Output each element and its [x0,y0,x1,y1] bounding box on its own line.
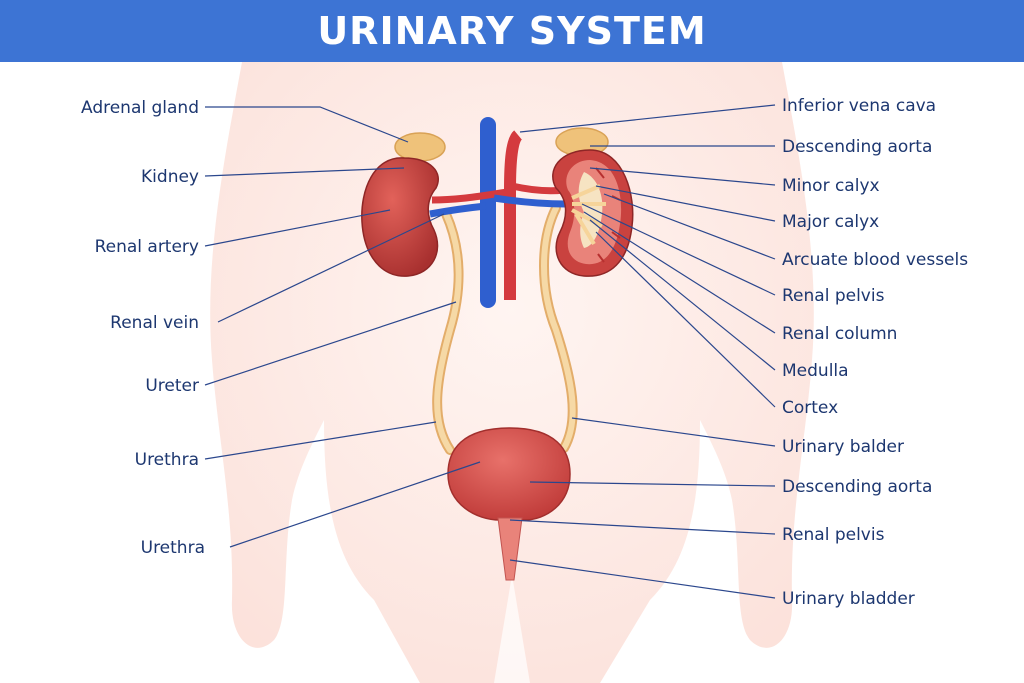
label-inferior-vena-cava: Inferior vena cava [782,96,936,116]
label-adrenal-gland: Adrenal gland [81,98,199,118]
label-kidney: Kidney [141,167,199,187]
left-renal-vein [429,202,487,218]
descending-aorta [504,130,523,300]
label-renal-pelvis-lower: Renal pelvis [782,525,885,545]
label-urethra-upper: Urethra [135,450,199,470]
label-descending-aorta-upper: Descending aorta [782,137,932,157]
label-renal-vein: Renal vein [110,313,199,333]
label-renal-pelvis-upper: Renal pelvis [782,286,885,306]
right-renal-vein [493,194,567,208]
label-urinary-bladder: Urinary bladder [782,589,915,609]
label-urinary-balder: Urinary balder [782,437,904,457]
right-kidney-section [552,149,634,277]
title-banner [0,0,1024,62]
label-urethra-lower: Urethra [141,538,205,558]
leader-lines [204,104,776,599]
right-labels: Inferior vena cava Descending aorta Mino… [782,96,968,609]
left-renal-artery [431,188,509,204]
label-descending-aorta-lower: Descending aorta [782,477,932,497]
urinary-bladder [447,427,571,581]
left-labels: Adrenal gland Kidney Renal artery Renal … [81,98,205,558]
label-arcuate-blood-vessels: Arcuate blood vessels [782,250,968,270]
diagram-title: URINARY SYSTEM [317,9,707,53]
label-minor-calyx: Minor calyx [782,176,880,196]
left-kidney [361,157,439,277]
label-medulla: Medulla [782,361,849,381]
label-ureter: Ureter [145,376,199,396]
label-cortex: Cortex [782,398,838,418]
label-major-calyx: Major calyx [782,212,879,232]
left-adrenal-gland [394,132,446,162]
label-renal-column: Renal column [782,324,897,344]
label-renal-artery: Renal artery [95,237,199,257]
